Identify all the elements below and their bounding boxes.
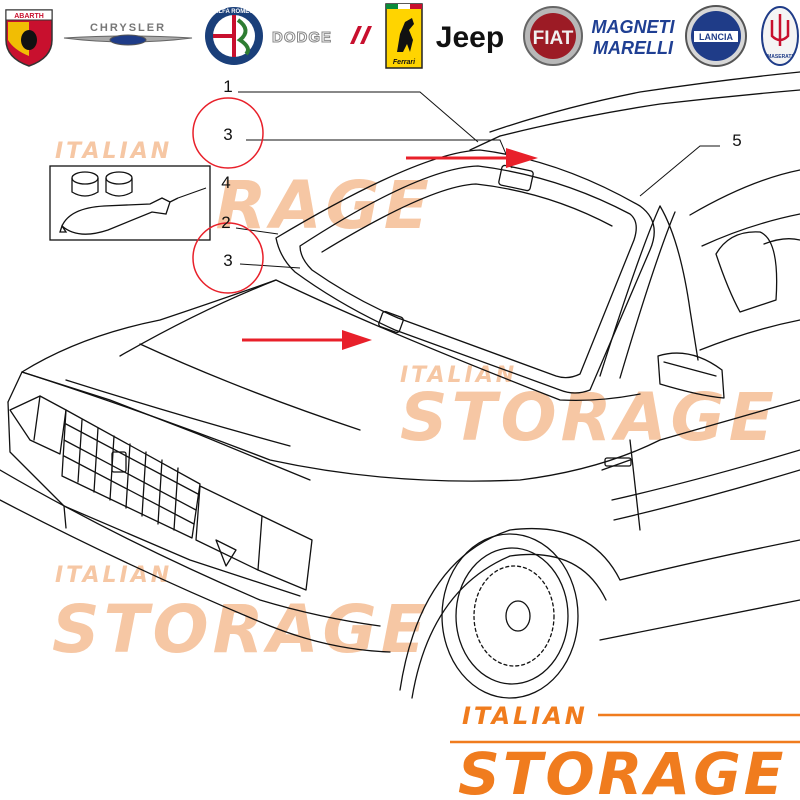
inset-part-4 [49,165,211,241]
highlight-circle-upper [192,97,264,169]
logo-italian-text: ITALIAN [462,702,588,730]
watermark-storage-3: STORAGE [52,591,430,668]
leader-line-3-upper [246,139,513,169]
magneti-marelli-logo: MAGNETI MARELLI [592,17,676,58]
italian-storage-logo: ITALIAN STORAGE [450,702,800,800]
dodge-text: DODGE [272,29,332,46]
ferrari-logo: Ferrari [385,3,423,69]
leader-line-1 [238,91,479,143]
brand-logo-strip: ABARTH CHRYSLER ALFA ROMEO DODGE [5,3,799,69]
maserati-logo: MASERATI [761,6,799,66]
arrow-upper [406,148,538,168]
leader-line-3-lower [239,263,301,269]
abarth-text: ABARTH [14,13,44,20]
callout-3-upper: 3 [223,125,232,144]
car-illustration [0,71,800,699]
callout-2: 2 [221,213,230,232]
callout-3-lower: 3 [223,251,232,270]
alfa-romeo-logo: ALFA ROMEO [205,7,263,65]
callout-labels: 1 3 4 2 3 5 [221,77,741,270]
watermark-italian-2: ITALIAN [400,363,517,388]
fiat-text: FIAT [533,28,574,49]
watermark-italian-3: ITALIAN [55,563,172,588]
watermark-italian-1: ITALIAN [55,139,172,164]
lancia-logo: LANCIA [685,5,747,67]
chrysler-text: CHRYSLER [90,22,166,34]
alfa-romeo-text: ALFA ROMEO [214,9,254,15]
callout-4: 4 [221,173,230,192]
leader-line-4 [177,187,207,199]
ferrari-text: Ferrari [393,59,416,66]
leader-line-5 [639,145,720,197]
highlight-arrows [242,148,538,350]
callout-1: 1 [223,77,232,96]
maserati-text: MASERATI [767,54,793,60]
marelli-text: MARELLI [593,38,674,58]
logo-storage-text: STORAGE [458,740,786,800]
leader-line-2 [235,227,279,235]
chrysler-logo: CHRYSLER [63,22,193,46]
abarth-logo: ABARTH [5,9,53,67]
jeep-logo: Jeep [436,21,504,54]
inset-box [49,165,211,241]
dodge-logo: DODGE [272,26,372,47]
jeep-text: Jeep [436,21,504,54]
fiat-logo: FIAT [523,6,583,66]
lancia-text: LANCIA [699,32,733,42]
highlight-circle-lower [192,222,264,294]
arrow-lower [242,330,372,350]
callout-circles [192,97,264,294]
watermark-storage-2: STORAGE [400,379,778,456]
callout-5: 5 [732,131,741,150]
magneti-text: MAGNETI [592,17,676,37]
